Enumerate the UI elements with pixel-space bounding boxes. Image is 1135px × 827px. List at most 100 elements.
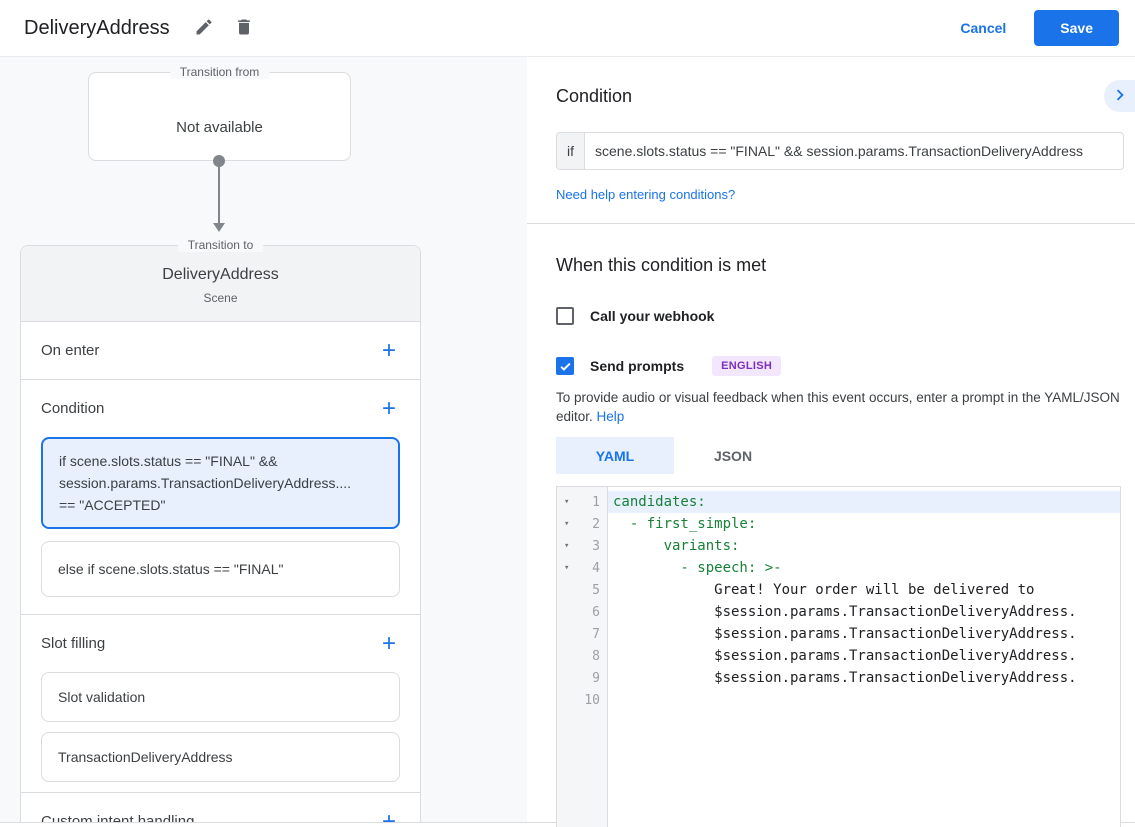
- collapse-arrow-icon[interactable]: ▾: [564, 497, 570, 507]
- custom-intent-label: Custom intent handling: [41, 813, 195, 822]
- section-on-enter: On enter +: [21, 322, 420, 379]
- condition-expression-input[interactable]: [585, 132, 1124, 170]
- delete-scene-button[interactable]: [228, 12, 260, 44]
- gutter-row: 8: [557, 645, 607, 667]
- call-webhook-label: Call your webhook: [590, 308, 715, 324]
- gutter-row: 9: [557, 667, 607, 689]
- gutter-row: 10: [557, 689, 607, 711]
- divider: [527, 223, 1135, 224]
- divider: [21, 379, 420, 380]
- main-area: Transition from Not available Transition…: [0, 57, 1135, 827]
- gutter-row: 6: [557, 601, 607, 623]
- section-slot-filling: Slot filling +: [21, 615, 420, 672]
- condition-text-line: session.params.TransactionDeliveryAddres…: [59, 475, 352, 491]
- page-title: DeliveryAddress: [24, 16, 170, 39]
- line-number: 3: [592, 538, 600, 554]
- code-line[interactable]: Great! Your order will be delivered to: [613, 582, 1035, 598]
- code-line[interactable]: $session.params.TransactionDeliveryAddre…: [613, 626, 1077, 642]
- divider: [21, 792, 420, 793]
- transition-from-value: Not available: [176, 119, 263, 136]
- gutter-row: 5: [557, 579, 607, 601]
- title-group: DeliveryAddress: [24, 12, 260, 44]
- pencil-icon: [194, 17, 214, 40]
- save-button[interactable]: Save: [1034, 10, 1119, 46]
- slot-validation-card[interactable]: Slot validation: [41, 672, 400, 722]
- line-number: 10: [584, 692, 600, 708]
- scene-type: Scene: [203, 291, 238, 305]
- condition-help-link[interactable]: Need help entering conditions?: [556, 187, 736, 202]
- topbar-actions: Cancel Save: [960, 10, 1119, 46]
- on-enter-label: On enter: [41, 342, 100, 359]
- transition-arrow-icon: [213, 223, 225, 232]
- if-prefix: if: [556, 132, 585, 170]
- trash-icon: [234, 17, 254, 40]
- gutter-row: ▾4: [557, 557, 607, 579]
- edit-title-button[interactable]: [188, 12, 220, 44]
- slot-filling-label: Slot filling: [41, 635, 106, 652]
- cancel-button[interactable]: Cancel: [960, 20, 1007, 36]
- add-slot-icon[interactable]: +: [381, 629, 396, 657]
- top-bar: DeliveryAddress Cancel Save: [0, 0, 1135, 57]
- code-line[interactable]: [608, 689, 1120, 711]
- transition-connector-dot: [213, 155, 225, 167]
- scene-name: DeliveryAddress: [162, 266, 279, 283]
- editor-code-area[interactable]: candidates: - first_simple: variants: - …: [608, 487, 1120, 827]
- condition-label: Condition: [41, 400, 105, 417]
- transition-to-label: Transition to: [177, 238, 264, 252]
- condition-card-selected[interactable]: if scene.slots.status == "FINAL" && sess…: [41, 437, 400, 529]
- code-line[interactable]: candidates:: [608, 491, 1120, 513]
- condition-expression-row: if: [556, 132, 1124, 170]
- code-line[interactable]: $session.params.TransactionDeliveryAddre…: [613, 604, 1077, 620]
- gutter-row: ▾3: [557, 535, 607, 557]
- code-line[interactable]: $session.params.TransactionDeliveryAddre…: [613, 670, 1077, 686]
- code-line[interactable]: - speech: >-: [613, 560, 782, 576]
- line-number: 6: [592, 604, 600, 620]
- collapse-arrow-icon[interactable]: ▾: [564, 519, 570, 529]
- code-line[interactable]: variants:: [613, 538, 740, 554]
- slot-card[interactable]: TransactionDeliveryAddress: [41, 732, 400, 782]
- line-number: 7: [592, 626, 600, 642]
- transition-to-card: Transition to DeliveryAddress Scene On e…: [20, 238, 421, 822]
- code-line[interactable]: - first_simple:: [613, 516, 757, 532]
- line-number: 9: [592, 670, 600, 686]
- condition-text-line: if scene.slots.status == "FINAL" &&: [59, 453, 278, 469]
- collapse-arrow-icon[interactable]: ▾: [564, 563, 570, 573]
- transition-connector-line: [218, 165, 220, 223]
- send-prompts-checkbox[interactable]: [556, 357, 574, 375]
- gutter-row: ▾2: [557, 513, 607, 535]
- add-custom-intent-icon[interactable]: +: [381, 807, 396, 822]
- collapse-panel-button[interactable]: [1104, 80, 1135, 112]
- editor-gutter: ▾1 ▾2 ▾3 ▾4 5 6 7 8 9 10: [557, 487, 608, 827]
- scene-canvas: Transition from Not available Transition…: [0, 57, 527, 822]
- condition-text-line: else if scene.slots.status == "FINAL": [58, 561, 284, 577]
- code-line[interactable]: $session.params.TransactionDeliveryAddre…: [613, 648, 1077, 664]
- transition-from-label: Transition from: [169, 65, 270, 79]
- tab-json[interactable]: JSON: [674, 437, 792, 474]
- help-link[interactable]: Help: [596, 409, 625, 424]
- tab-yaml[interactable]: YAML: [556, 437, 674, 474]
- send-prompts-label: Send prompts: [590, 358, 685, 374]
- send-prompts-row: Send prompts ENGLISH: [556, 356, 1135, 376]
- section-condition: Condition +: [21, 380, 420, 437]
- webhook-row: Call your webhook: [556, 307, 1135, 325]
- line-number: 2: [592, 516, 600, 532]
- add-condition-icon[interactable]: +: [381, 394, 396, 422]
- collapse-arrow-icon[interactable]: ▾: [564, 541, 570, 551]
- yaml-editor[interactable]: ▾1 ▾2 ▾3 ▾4 5 6 7 8 9 10 candidates: - f…: [556, 486, 1121, 827]
- add-on-enter-icon[interactable]: +: [381, 336, 396, 364]
- condition-text-line: == "ACCEPTED": [59, 497, 166, 513]
- line-number: 1: [592, 494, 600, 510]
- condition-panel-title: Condition: [556, 86, 633, 106]
- section-custom-intent: Custom intent handling +: [21, 793, 420, 822]
- divider: [21, 614, 420, 615]
- transition-from-box: Transition from Not available: [88, 65, 351, 161]
- gutter-row: ▾1: [557, 491, 607, 513]
- condition-card[interactable]: else if scene.slots.status == "FINAL": [41, 541, 400, 597]
- scene-card-header[interactable]: DeliveryAddress Scene: [21, 246, 420, 322]
- language-badge: ENGLISH: [712, 356, 782, 376]
- line-number: 8: [592, 648, 600, 664]
- call-webhook-checkbox[interactable]: [556, 307, 574, 325]
- prompt-hint-text: To provide audio or visual feedback when…: [556, 390, 1120, 424]
- chevron-right-icon: [1109, 84, 1131, 109]
